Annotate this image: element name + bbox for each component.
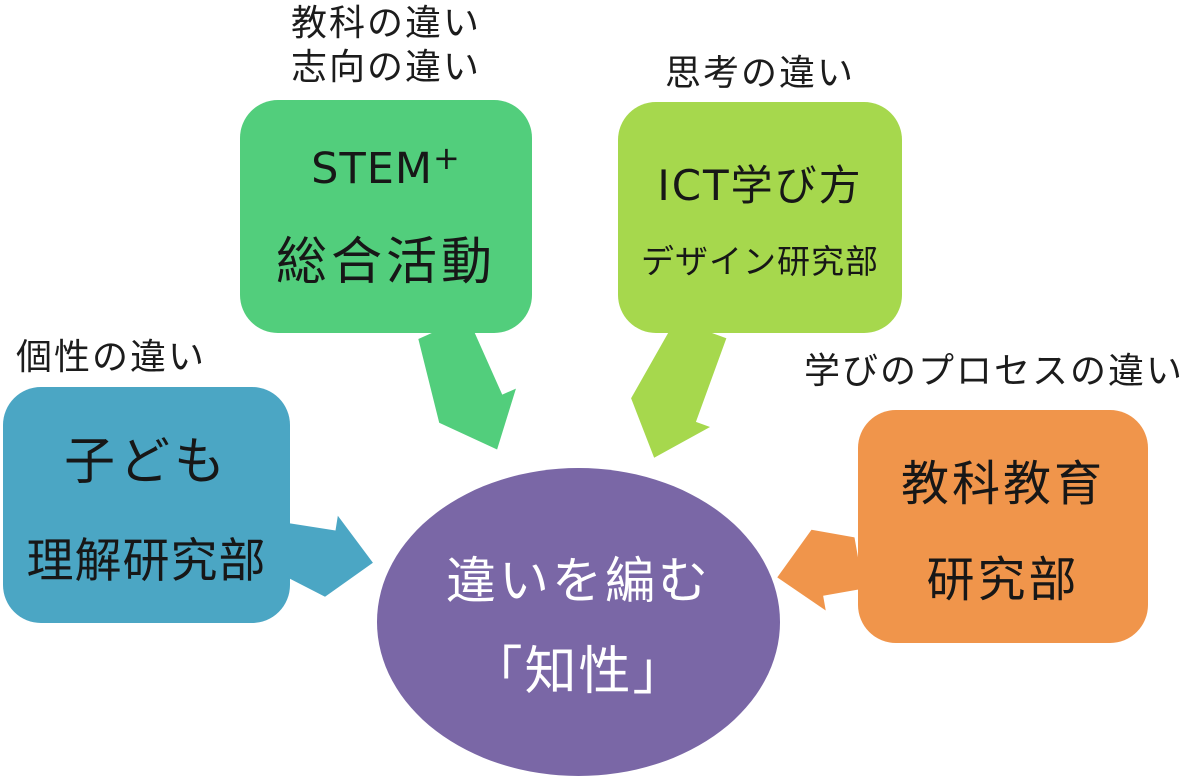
caption-stem-line2: 志向の違い <box>290 46 481 88</box>
caption-stem: 教科の違い 志向の違い <box>240 2 532 90</box>
node-stem-title-text: STEM <box>311 144 434 194</box>
caption-ict: 思考の違い <box>664 53 855 94</box>
node-stem-box: STEM+ 総合活動 <box>240 100 532 333</box>
node-ict-title: ICT学び方 <box>657 161 863 210</box>
center-ellipse: 違いを編む 「知性」 <box>377 468 780 776</box>
node-ict-box: ICT学び方 デザイン研究部 <box>618 102 902 333</box>
caption-subject: 学びのプロセスの違い <box>803 351 1184 392</box>
node-ict-subtitle: デザイン研究部 <box>641 242 879 281</box>
node-stem-title: STEM+ <box>311 139 461 194</box>
node-subject-subtitle: 研究部 <box>926 551 1080 608</box>
arrow-children-to-center <box>281 515 373 597</box>
node-subject-box: 教科教育 研究部 <box>858 410 1148 643</box>
arrow-ict-to-center <box>631 319 727 458</box>
node-children-subtitle: 理解研究部 <box>26 533 267 589</box>
caption-stem-line1: 教科の違い <box>290 3 481 44</box>
node-children-box: 子ども 理解研究部 <box>3 387 290 623</box>
arrow-stem-to-center <box>418 317 516 450</box>
node-stem-title-superscript: + <box>433 139 461 177</box>
center-ellipse-line1: 違いを編む <box>446 551 711 610</box>
center-ellipse-line2: 「知性」 <box>470 641 687 702</box>
arrow-subject-to-center <box>777 529 864 611</box>
node-subject-title: 教科教育 <box>900 455 1105 512</box>
node-stem-subtitle: 総合活動 <box>275 233 496 292</box>
caption-children: 個性の違い <box>16 337 207 378</box>
node-children-title: 子ども <box>63 432 229 492</box>
